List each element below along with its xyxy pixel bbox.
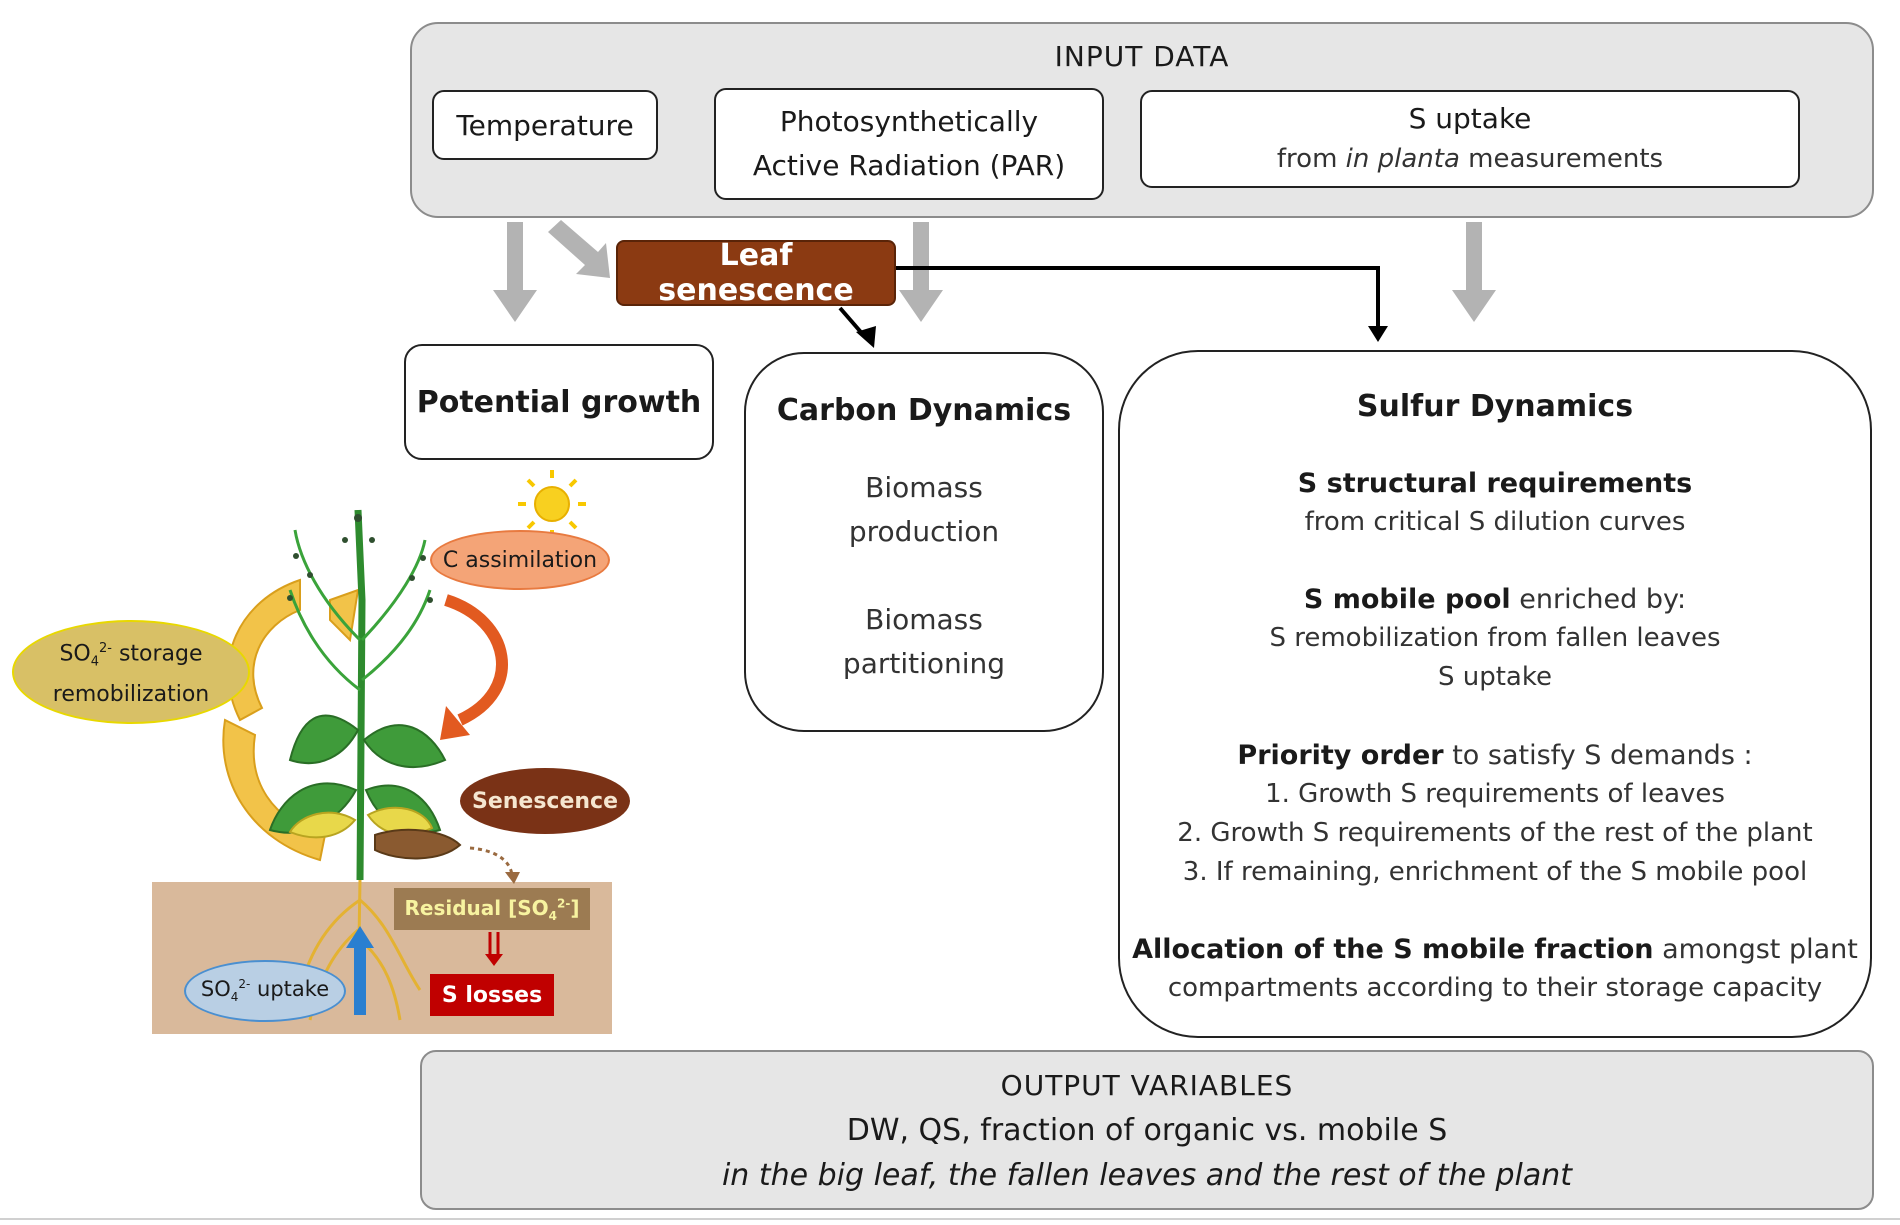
carbon-item-biomass-partitioning: Biomass partitioning [842, 603, 1006, 680]
arrow-to-potential-growth [493, 222, 537, 322]
arrow-to-carbon-dynamics [899, 222, 943, 322]
fallen-leaf [374, 828, 462, 860]
plant-stem [354, 509, 366, 881]
grey-arrows [493, 220, 1496, 322]
senescence-label: Senescence [460, 768, 630, 834]
yellow-leaves [288, 806, 434, 839]
plant-leaves [268, 714, 447, 834]
par-label-line2: Active Radiation (PAR) [752, 149, 1066, 182]
par-box: Photosynthetically Active Radiation (PAR… [714, 88, 1104, 200]
plant-branches [288, 529, 432, 692]
leaf-senescence-label: Leaf senescence [658, 238, 854, 308]
output-title: OUTPUT VARIABLES [1000, 1068, 1294, 1102]
c-assimilation-arrow [444, 594, 508, 726]
output-line1: DW, QS, fraction of organic vs. mobile S [846, 1112, 1448, 1148]
leaf-senescence-box: Leaf senescence [616, 238, 896, 308]
potential-growth-box: Potential growth [404, 344, 714, 460]
s-losses-arrow [488, 932, 500, 956]
residual-so4-label: Residual [SO42-] [394, 888, 590, 930]
uptake-arrow-shaft [354, 945, 366, 1015]
so4-storage-label: SO42- storage remobilization [12, 620, 250, 724]
carbon-dynamics-title: Carbon Dynamics [776, 392, 1072, 428]
sun-icon [518, 470, 586, 538]
uptake-arrow-head [346, 926, 374, 948]
senescence-to-sulfur-head [1368, 326, 1388, 342]
sulfur-mobile-pool: S mobile pool enriched by: S remobilizat… [1269, 583, 1721, 692]
s-uptake-box: S uptake from in planta measurements [1140, 90, 1800, 188]
sulfur-dynamics-box [1118, 350, 1872, 1038]
sulfur-dynamics-title: Sulfur Dynamics [1356, 388, 1634, 424]
carbon-item-biomass-production: Biomass production [848, 471, 1000, 548]
input-data-title: INPUT DATA [1054, 39, 1230, 73]
output-variables-panel: OUTPUT VARIABLES DW, QS, fraction of org… [420, 1050, 1874, 1210]
c-assimilation-label: C assimilation [430, 530, 610, 590]
arrow-to-leaf-senescence [548, 220, 610, 278]
senescence-dotted-arrow [469, 846, 514, 876]
senescence-to-sulfur-line [896, 266, 1380, 330]
potential-growth-label: Potential growth [416, 384, 702, 420]
s-uptake-subtitle: from in planta measurements [1276, 144, 1664, 174]
sulfur-allocation: Allocation of the S mobile fraction amon… [1132, 934, 1858, 1003]
s-losses-label: S losses [430, 974, 554, 1016]
sulfur-priority-order: Priority order to satisfy S demands : 1.… [1177, 740, 1813, 887]
s-uptake-title: S uptake [1408, 102, 1532, 135]
plant-pods [287, 514, 433, 603]
arrow-to-sulfur-dynamics [1452, 222, 1496, 322]
so4-uptake-label: SO42- uptake [184, 960, 346, 1022]
senescence-dotted-arrow-head [505, 872, 520, 884]
c-assimilation-arrow-head [440, 706, 470, 740]
temperature-label: Temperature [456, 108, 634, 142]
output-line2: in the big leaf, the fallen leaves and t… [721, 1157, 1573, 1193]
par-label-line1: Photosynthetically [779, 105, 1039, 138]
carbon-dynamics-box [744, 352, 1104, 732]
sulfur-structural-requirements: S structural requirements from critical … [1297, 468, 1693, 537]
bottom-rule [0, 1218, 1900, 1220]
senescence-to-carbon-head [856, 326, 876, 348]
temperature-box: Temperature [432, 90, 658, 160]
